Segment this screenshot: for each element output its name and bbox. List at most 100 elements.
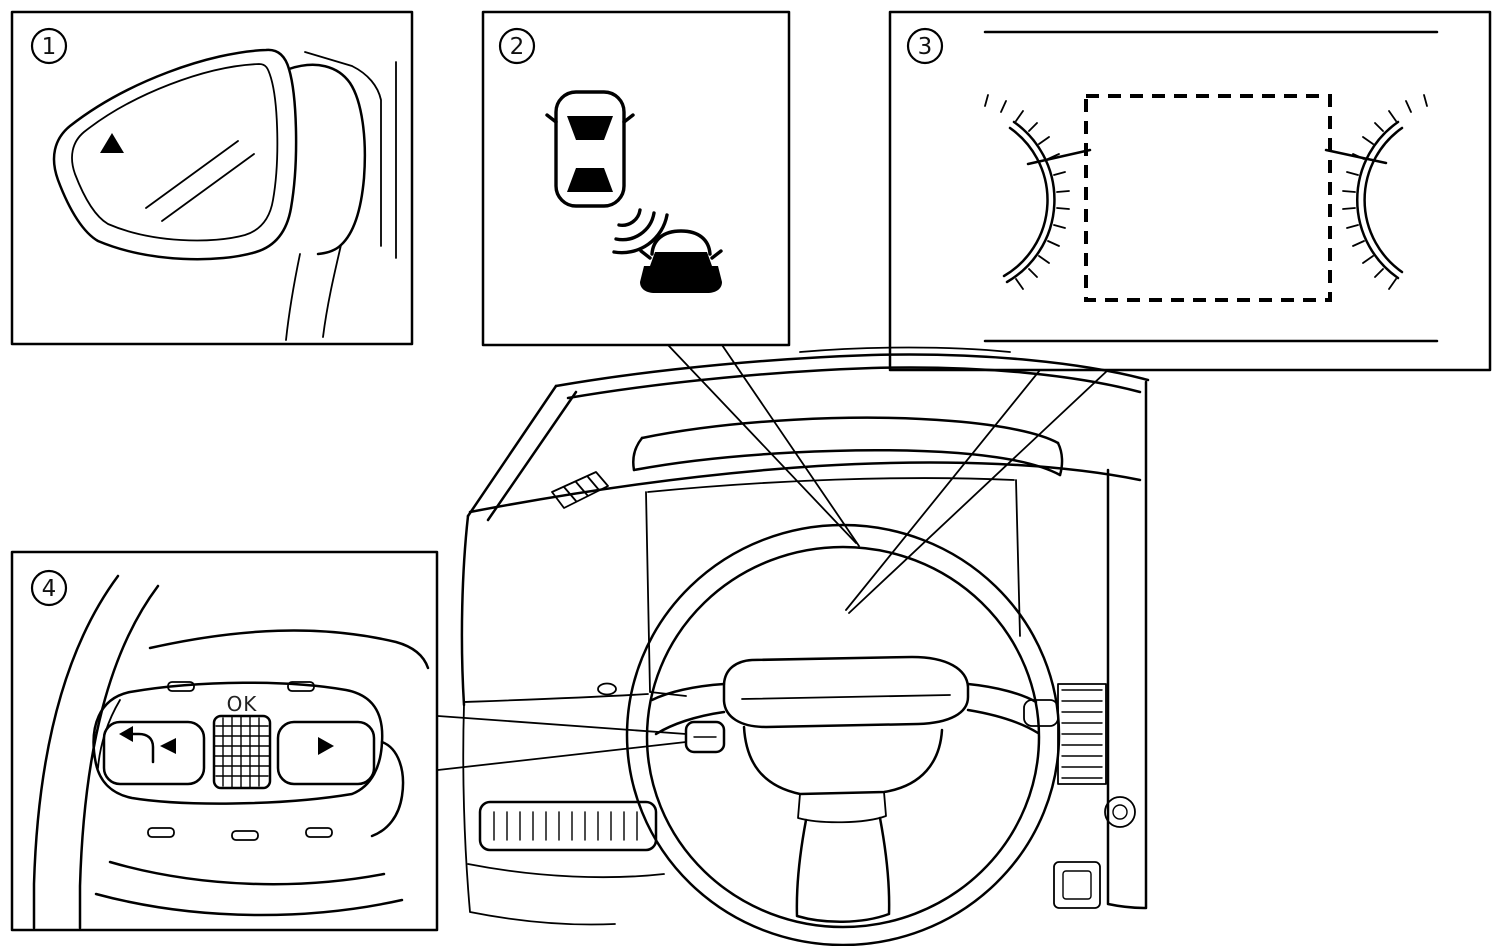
left-gauge-ticks [984, 94, 1070, 290]
panel-2-blind-spot-symbol: 2 [481, 10, 791, 347]
left-air-vent-slats [493, 811, 638, 841]
trim-slot-bottom-center [231, 830, 259, 841]
callout-3-label: 3 [918, 34, 933, 60]
rotary-knob-center [1112, 804, 1128, 820]
right-stalk-switch[interactable] [1023, 699, 1059, 727]
leader-panel2-a [667, 344, 857, 544]
spoke-right-contour [370, 740, 405, 838]
left-triangle-icon [160, 738, 176, 754]
cluster-hood-upper [640, 416, 1060, 445]
wheel-hub-pad [722, 655, 970, 729]
cluster-hood-front [632, 449, 1062, 477]
defroster-grille [551, 471, 609, 509]
dash-bottom-left-edge [462, 704, 616, 926]
blind-spot-warning-icon [545, 90, 723, 293]
detected-vehicle-mirrors [639, 249, 723, 260]
spoke-bottom-contour-2 [94, 892, 404, 917]
dash-left-edge [460, 514, 470, 707]
right-vent-frame [1057, 683, 1107, 785]
panel-3-border [888, 10, 1492, 372]
cluster-illustration [983, 30, 1439, 343]
spoke-top-contour [148, 629, 430, 670]
a-pillar-lines [466, 384, 578, 522]
horn-pad-lower [742, 725, 944, 796]
leader-panel4-b [437, 741, 687, 771]
under-vent-line [467, 863, 665, 879]
left-air-vent [478, 800, 658, 852]
steering-wheel-outer-rim [625, 523, 1061, 946]
wheel-rim-inner-arc [78, 584, 160, 930]
left-gauge-arcs [1002, 120, 1056, 284]
callout-1-circle [30, 27, 68, 65]
left-stalk-switch[interactable] [684, 720, 726, 754]
callout-number-3: 3 [906, 27, 944, 65]
right-gauge-ticks [1342, 94, 1428, 290]
detected-vehicle-windshield [650, 252, 712, 266]
callout-number-1: 1 [30, 27, 68, 65]
door-frame-lines [285, 51, 397, 341]
pod-left-edge [97, 699, 121, 769]
callout-4-label: 4 [42, 576, 57, 602]
trim-slot-top-right [287, 681, 315, 692]
callout-1-label: 1 [42, 34, 57, 60]
horn-pad-bottom-detail [797, 791, 887, 824]
leader-panel3-b [848, 369, 1109, 614]
next-button[interactable] [276, 720, 376, 786]
callout-2-circle [498, 27, 536, 65]
panel-4-border [10, 550, 439, 932]
wheel-rim-outer-arc [32, 574, 120, 930]
leader-panel3-a [845, 369, 1041, 611]
switch-pod-illustration: OK [32, 574, 430, 930]
left-gauge-needle [1026, 148, 1092, 166]
ok-grid-texture [213, 715, 271, 789]
cluster-hood-sides [632, 436, 1064, 477]
right-vent-slats [1061, 689, 1103, 779]
panel-4-steering-switches: 4 OK [10, 550, 439, 932]
dash-top-curve [554, 353, 1150, 388]
ok-button-label: OK [227, 692, 258, 716]
leader-lines [437, 344, 1109, 771]
dash-mid-curve [468, 461, 1142, 514]
mirror-back-shell [287, 63, 367, 256]
host-vehicle-mirrors [545, 113, 635, 124]
panel-1-border [10, 10, 414, 346]
callout-2-label: 2 [510, 34, 525, 60]
rotary-knob[interactable] [1104, 796, 1136, 828]
dash-lower-left-line [463, 693, 649, 703]
panel-1-door-mirror: 1 [10, 10, 414, 346]
mirror-reflection-lines [145, 140, 255, 222]
ok-grid-button[interactable] [212, 714, 272, 790]
sensor-oval [597, 682, 617, 696]
detected-vehicle-roof [650, 229, 712, 256]
detected-vehicle-icon [639, 229, 723, 293]
host-vehicle-rear-window [567, 168, 613, 192]
back-arrowhead-icon [119, 726, 133, 742]
right-gauge-needle [1324, 148, 1388, 165]
mirror-housing-outline [52, 48, 298, 261]
leader-panel2-b [721, 344, 860, 547]
display-area-dashed-outline [1084, 94, 1332, 302]
wheel-bottom-spoke [795, 816, 891, 923]
callout-3-circle [906, 27, 944, 65]
dash-top-curve-2 [566, 366, 1142, 400]
steering-wheel-inner-rim [645, 545, 1041, 929]
host-vehicle-windshield [567, 116, 613, 140]
door-mirror-illustration [52, 48, 397, 341]
back-button[interactable] [102, 720, 206, 786]
back-arrow-icon [131, 732, 155, 764]
spoke-bottom-contour [108, 860, 386, 886]
mirror-glass-outline [71, 63, 279, 242]
radar-waves-icon [612, 208, 669, 255]
cluster-screen-edges [645, 477, 1021, 697]
cowl-line [799, 346, 1011, 353]
panel-2-border [481, 10, 791, 347]
lower-button-square[interactable] [1053, 861, 1101, 909]
trim-slot-bottom-right [305, 827, 333, 838]
lower-button-inner [1062, 870, 1092, 900]
callout-number-4: 4 [30, 569, 68, 607]
detected-vehicle-body [640, 266, 722, 293]
trim-slot-bottom-left [147, 827, 175, 838]
right-gauge-arcs [1356, 120, 1404, 280]
